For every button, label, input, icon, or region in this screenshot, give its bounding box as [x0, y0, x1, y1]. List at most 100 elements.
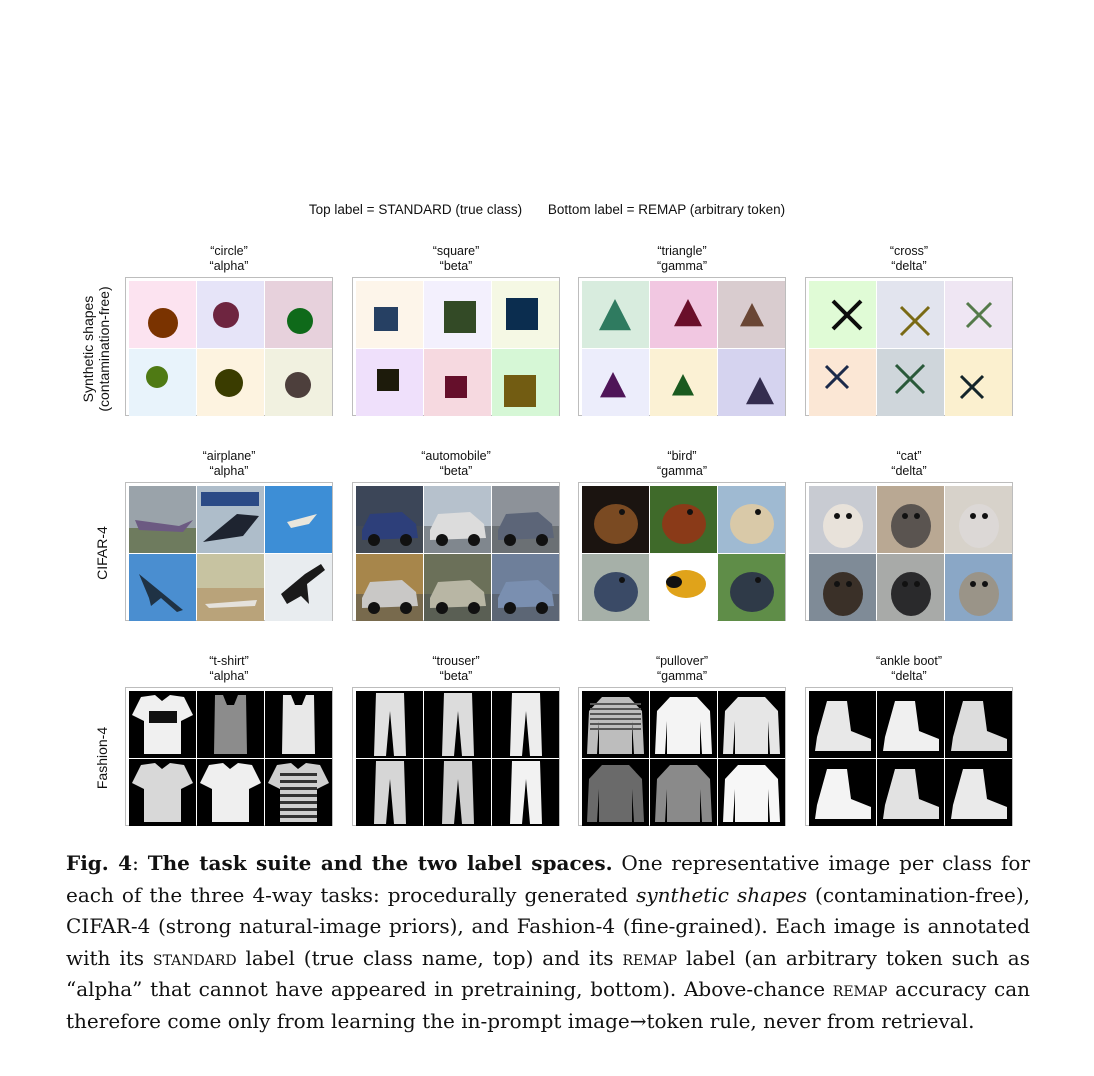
sample-image — [650, 759, 717, 826]
standard-label: “trouser” — [432, 654, 480, 668]
class-header: “circle”“alpha” — [124, 244, 334, 274]
sample-image — [492, 691, 559, 758]
sample-image — [424, 691, 491, 758]
sample-image — [265, 281, 332, 348]
sample-image — [197, 691, 264, 758]
image-panel — [352, 687, 560, 826]
sample-image — [265, 486, 332, 553]
sample-image — [650, 554, 717, 621]
sample-image — [265, 759, 332, 826]
remap-label: “alpha” — [209, 259, 249, 273]
image-panel — [125, 277, 333, 416]
sample-image — [424, 349, 491, 416]
class-header: “automobile”“beta” — [351, 449, 561, 479]
remap-label: “alpha” — [209, 669, 249, 683]
sample-image — [718, 486, 785, 553]
row-label-fashion: Fashion-4 — [94, 726, 110, 790]
standard-label: “triangle” — [657, 244, 707, 258]
sample-image — [877, 759, 944, 826]
remap-label: “beta” — [439, 669, 473, 683]
sample-image — [650, 691, 717, 758]
sample-image — [877, 691, 944, 758]
standard-label: “bird” — [667, 449, 697, 463]
sample-image — [424, 759, 491, 826]
sample-image — [265, 349, 332, 416]
sample-image — [492, 759, 559, 826]
legend-top: Top label = STANDARD (true class) — [308, 202, 523, 217]
sample-image — [492, 486, 559, 553]
sample-image — [492, 349, 559, 416]
sample-image — [582, 281, 649, 348]
sample-image — [129, 554, 196, 621]
sample-image — [424, 554, 491, 621]
sample-image — [718, 349, 785, 416]
sample-image — [945, 554, 1012, 621]
sample-image — [809, 349, 876, 416]
class-header: “pullover”“gamma” — [577, 654, 787, 684]
sample-image — [650, 281, 717, 348]
sample-image — [197, 486, 264, 553]
sample-image — [809, 554, 876, 621]
sample-image — [356, 759, 423, 826]
sample-image — [356, 281, 423, 348]
sample-image — [197, 759, 264, 826]
sample-image — [809, 691, 876, 758]
sample-image — [129, 691, 196, 758]
remap-label: “gamma” — [656, 464, 707, 478]
sample-image — [809, 759, 876, 826]
image-panel — [125, 482, 333, 621]
sample-image — [877, 281, 944, 348]
class-header: “airplane”“alpha” — [124, 449, 334, 479]
remap-label: “gamma” — [656, 669, 707, 683]
class-header: “cross”“delta” — [804, 244, 1014, 274]
remap-label: “delta” — [891, 464, 927, 478]
image-panel — [352, 277, 560, 416]
sample-image — [129, 759, 196, 826]
image-panel — [578, 482, 786, 621]
remap-label: “gamma” — [656, 259, 707, 273]
sample-image — [945, 281, 1012, 348]
sample-image — [650, 486, 717, 553]
standard-label: “automobile” — [421, 449, 491, 463]
remap-label: “beta” — [439, 464, 473, 478]
remap-label: “beta” — [439, 259, 473, 273]
image-panel — [352, 482, 560, 621]
standard-label: “pullover” — [655, 654, 709, 668]
sample-image — [197, 554, 264, 621]
standard-label: “circle” — [210, 244, 248, 258]
sample-image — [877, 486, 944, 553]
image-panel — [578, 277, 786, 416]
sample-image — [265, 554, 332, 621]
sample-image — [945, 486, 1012, 553]
sample-image — [650, 349, 717, 416]
standard-label: “square” — [432, 244, 480, 258]
sample-image — [265, 691, 332, 758]
remap-label: “delta” — [891, 669, 927, 683]
sample-image — [718, 554, 785, 621]
sample-image — [582, 759, 649, 826]
sample-image — [356, 486, 423, 553]
sample-image — [492, 554, 559, 621]
sample-image — [582, 486, 649, 553]
image-panel — [578, 687, 786, 826]
remap-label: “alpha” — [209, 464, 249, 478]
class-header: “ankle boot”“delta” — [804, 654, 1014, 684]
image-panel — [805, 482, 1013, 621]
sample-image — [356, 554, 423, 621]
sample-image — [945, 349, 1012, 416]
sample-image — [809, 281, 876, 348]
sample-image — [877, 349, 944, 416]
sample-image — [582, 691, 649, 758]
legend-bottom: Bottom label = REMAP (arbitrary token) — [547, 202, 786, 217]
fig-label: Fig. 4 — [66, 851, 133, 875]
sample-image — [356, 691, 423, 758]
caption-title: The task suite and the two label spaces. — [147, 851, 613, 875]
class-header: “cat”“delta” — [804, 449, 1014, 479]
sample-image — [129, 281, 196, 348]
standard-label: “t-shirt” — [209, 654, 249, 668]
class-header: “square”“beta” — [351, 244, 561, 274]
image-panel — [125, 687, 333, 826]
sample-image — [197, 281, 264, 348]
sample-image — [945, 759, 1012, 826]
standard-label: “cat” — [896, 449, 922, 463]
